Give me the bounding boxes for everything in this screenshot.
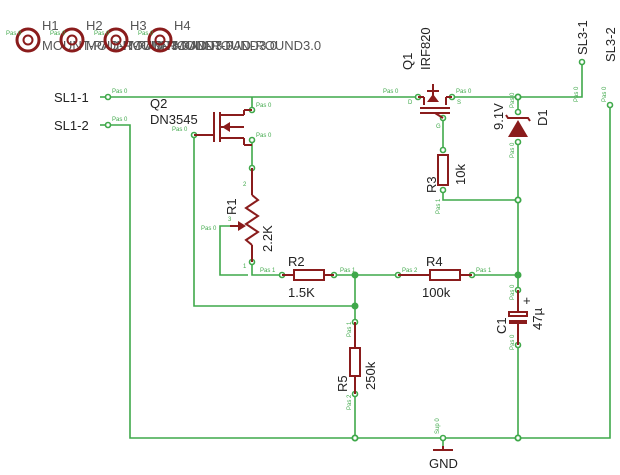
c1-plus: + [523, 293, 531, 308]
svg-text:Pas 0: Pas 0 [574, 86, 580, 102]
gnd-label: GND [429, 456, 458, 471]
sl1-1-label: SL1-1 [54, 90, 89, 105]
h3-name: H3 [130, 18, 147, 33]
svg-text:Pas 1: Pas 1 [340, 268, 356, 274]
q2-value: DN3545 [150, 112, 198, 127]
h4-pad-label: Pas 0 [138, 31, 154, 37]
connector-sl3-2: SL3-2 Pas 0 [602, 27, 618, 109]
wires [108, 62, 611, 448]
svg-text:Pas 1: Pas 1 [260, 268, 276, 274]
r1-name: R1 [224, 198, 239, 215]
r3-name: R3 [424, 176, 439, 193]
svg-text:Pas 0: Pas 0 [510, 334, 516, 350]
svg-text:Pas 0: Pas 0 [602, 86, 608, 102]
q1-value: IRF820 [418, 27, 433, 70]
svg-text:Pas 0: Pas 0 [510, 142, 516, 158]
d1-value: 9.1V [491, 103, 506, 130]
h4-name: H4 [174, 18, 191, 33]
resistor-r1: R1 2.2K 2 1 3 Pas 0 [201, 164, 275, 270]
r5-name: R5 [335, 375, 350, 392]
c1-value: 47µ [530, 308, 545, 330]
resistor-r2: R2 1.5K Pas 1 Pas 1 [260, 254, 356, 300]
resistor-r5: R5 250k Pas 1 Pas 2 [335, 318, 378, 410]
connector-sl1-2: SL1-2 Pas 0 [54, 117, 128, 133]
h2-pad-label: Pas 0 [50, 31, 66, 37]
transistor-q1: Q1 IRF820 Pas 0 Pas 0 D S G [383, 27, 472, 130]
svg-text:Pas 0: Pas 0 [172, 127, 188, 133]
svg-text:3: 3 [228, 217, 232, 223]
mounting-hole-h4: Pas 0 H4 MOUNT-PAD-ROUND3.0 [138, 18, 321, 53]
svg-text:2: 2 [243, 182, 247, 188]
resistor-r4: R4 100k Pas 2 Pas 1 [394, 254, 492, 300]
c1-name: C1 [494, 317, 509, 334]
r3-value: 10k [453, 164, 468, 185]
svg-text:Pas 0: Pas 0 [510, 284, 516, 300]
svg-text:Pas 0: Pas 0 [256, 103, 272, 109]
svg-text:Pas 1: Pas 1 [476, 268, 492, 274]
r5-value: 250k [363, 361, 378, 390]
r4-name: R4 [426, 254, 443, 269]
r2-name: R2 [288, 254, 305, 269]
svg-text:Pas 1: Pas 1 [436, 198, 442, 214]
q1-name: Q1 [400, 53, 415, 70]
capacitor-c1: C1 47µ + Pas 0 Pas 0 [494, 284, 545, 350]
connector-sl3-1: SL3-1 Pas 0 [574, 20, 590, 102]
svg-text:Pas 1: Pas 1 [347, 321, 353, 337]
ground-symbol: Sup 0 GND [429, 418, 458, 471]
svg-text:Pas 0: Pas 0 [510, 92, 516, 108]
h4-value: MOUNT-PAD-ROUND3.0 [174, 38, 321, 53]
svg-text:Pas 0: Pas 0 [256, 133, 272, 139]
r2-value: 1.5K [288, 285, 315, 300]
q2-name: Q2 [150, 96, 167, 111]
h1-pad-label: Pas 0 [6, 31, 22, 37]
d1-name: D1 [535, 109, 550, 126]
svg-text:S: S [457, 100, 461, 106]
sl3-2-label: SL3-2 [603, 27, 618, 62]
svg-text:1: 1 [243, 264, 247, 270]
svg-text:Sup 0: Sup 0 [435, 418, 441, 434]
h2-name: H2 [86, 18, 103, 33]
transistor-q2: Q2 DN3545 Pas 0 Pas 0 Pas 0 [150, 96, 272, 146]
svg-text:Pas 0: Pas 0 [201, 226, 217, 232]
mounting-hole-h3: Pas 0 H3 MOUNT-PAD-ROUND3.0 [94, 18, 277, 53]
svg-text:Pas 0: Pas 0 [112, 117, 128, 123]
r1-value: 2.2K [260, 225, 275, 252]
sl3-1-label: SL3-1 [575, 20, 590, 55]
svg-text:G: G [436, 124, 441, 130]
diode-d1: 9.1V D1 Pas 0 Pas 0 [491, 92, 550, 158]
svg-text:Pas 0: Pas 0 [112, 89, 128, 95]
svg-text:D: D [408, 100, 413, 106]
h3-pad-label: Pas 0 [94, 31, 110, 37]
sl1-2-label: SL1-2 [54, 118, 89, 133]
h1-name: H1 [42, 18, 59, 33]
svg-text:Pas 2: Pas 2 [347, 394, 353, 410]
svg-text:Pas 2: Pas 2 [402, 268, 418, 274]
rail-pins [351, 93, 522, 442]
r4-value: 100k [422, 285, 451, 300]
svg-text:Pas 0: Pas 0 [456, 89, 472, 95]
connector-sl1-1: SL1-1 Pas 0 [54, 89, 128, 105]
svg-text:Pas 0: Pas 0 [383, 89, 399, 95]
resistor-r3: R3 10k Pas 1 [424, 146, 468, 214]
